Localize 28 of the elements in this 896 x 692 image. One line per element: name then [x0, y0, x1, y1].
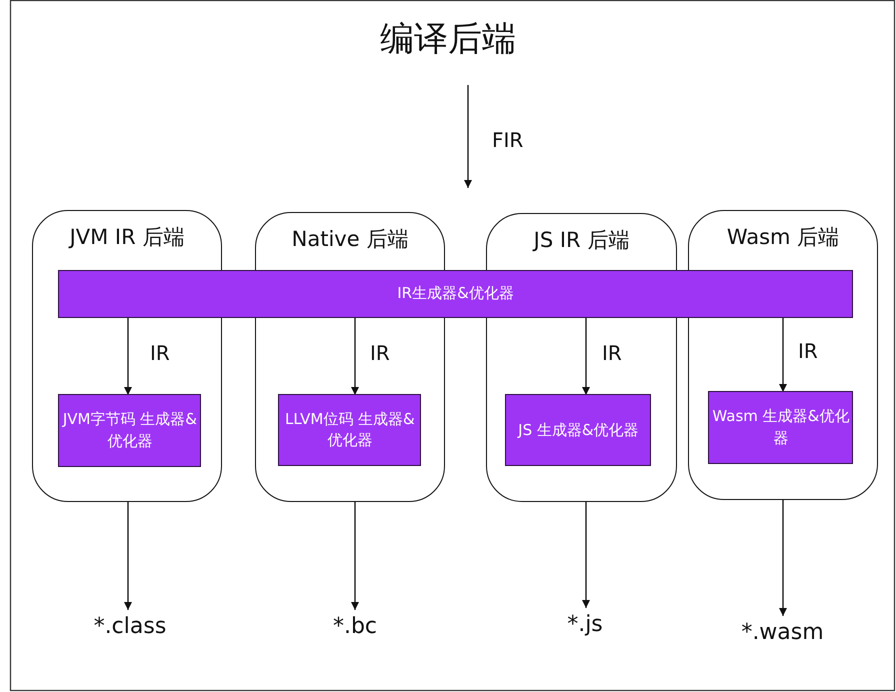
container-heading: Native 后端 — [292, 226, 408, 253]
arrow — [779, 500, 787, 616]
container-heading: JS IR 后端 — [534, 227, 630, 254]
edge-label: IR — [370, 340, 390, 364]
process-box: Wasm 生成器&优化器 — [708, 391, 854, 464]
diagram-title: 编译后端 — [380, 19, 516, 59]
backend-container — [688, 210, 878, 500]
arrow — [582, 318, 590, 395]
output-file-label: *.class — [80, 610, 180, 642]
arrow — [582, 502, 590, 608]
edge-label: IR — [798, 339, 818, 363]
arrow — [351, 318, 359, 395]
edge-label: IR — [602, 340, 622, 364]
container-heading: Wasm 后端 — [726, 224, 840, 251]
arrow — [351, 502, 359, 610]
output-file-label: *.bc — [305, 610, 405, 642]
output-file-label: *.wasm — [730, 616, 835, 648]
output-file-label: *.js — [535, 608, 635, 640]
process-box: JVM字节码 生成器&优化器 — [58, 394, 202, 468]
process-box: JS 生成器&优化器 — [505, 394, 652, 466]
arrow — [779, 318, 787, 392]
arrow — [124, 502, 132, 610]
process-box: LLVM位码 生成器&优化器 — [278, 394, 422, 466]
flow-label: FIR — [492, 128, 524, 152]
arrow — [124, 318, 132, 395]
container-heading: JVM IR 后端 — [70, 224, 184, 251]
process-bar: IR生成器&优化器 — [58, 270, 853, 318]
edge-label: IR — [150, 340, 170, 364]
